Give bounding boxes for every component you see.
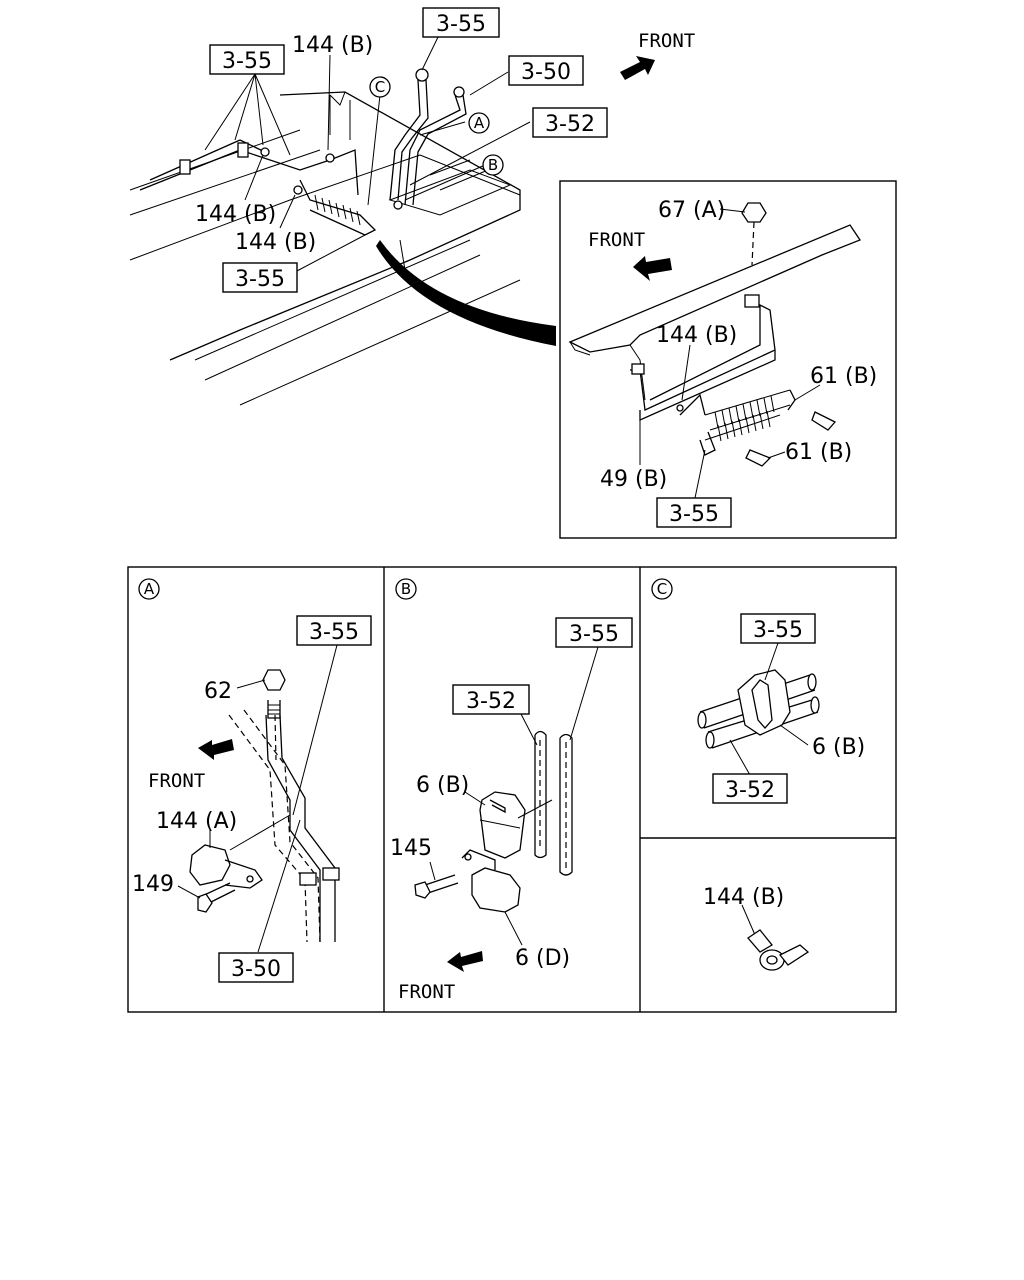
marker-c-main: C [375, 78, 385, 96]
ref-3-55-left: 3-55 [222, 49, 272, 74]
front-label-inset: FRONT [588, 229, 645, 251]
part-144b-inset: 144 (B) [656, 323, 737, 348]
marker-a-panel: A [144, 580, 155, 598]
ref-3-50-panel-a: 3-50 [231, 957, 281, 982]
ref-3-55-bottom: 3-55 [235, 267, 285, 292]
part-144b-panel: 144 (B) [703, 885, 784, 910]
panel-a: A 3-55 FRONT 62 144 (A) 149 3-5 [132, 578, 372, 983]
part-62: 62 [204, 679, 232, 704]
ref-3-55-panel-b: 3-55 [569, 622, 619, 647]
part-144b-left: 144 (B) [195, 202, 276, 227]
panel-b: B 3-55 3-52 FRONT 6 (B) 145 6 (D) [390, 578, 633, 1003]
part-6b-panel-c: 6 (B) [812, 735, 865, 760]
detail-connector [376, 240, 556, 346]
part-144b-top: 144 (B) [292, 33, 373, 58]
clip-mark [179, 159, 191, 175]
ref-3-55-panel-a: 3-55 [309, 620, 359, 645]
detail-inset: FRONT 67 (A) 144 (B) 61 (B) 61 (B) 49 (B… [559, 180, 897, 539]
ref-3-55-inset: 3-55 [669, 502, 719, 527]
ref-3-52-top: 3-52 [545, 112, 595, 137]
ref-3-52-panel-b: 3-52 [466, 689, 516, 714]
part-145: 145 [390, 836, 432, 861]
part-61b-upper: 61 (B) [810, 364, 877, 389]
part-6d: 6 (D) [515, 946, 570, 971]
front-arrow-a [198, 739, 234, 760]
detail-panels-frame [127, 566, 897, 1013]
ref-3-52-panel-c: 3-52 [725, 778, 775, 803]
part-144b-middle: 144 (B) [235, 230, 316, 255]
clip-144b [293, 185, 303, 195]
fitting [453, 86, 465, 98]
ref-3-50-top: 3-50 [521, 60, 571, 85]
marker-c-panel: C [657, 580, 667, 598]
ref-3-55-top: 3-55 [436, 12, 486, 37]
part-6b-panel-b: 6 (B) [416, 773, 469, 798]
front-arrow-b [447, 951, 483, 972]
part-149: 149 [132, 872, 174, 897]
overview-labels: 3-55 3-55 3-50 3-52 3-55 144 (B) 144 (B)… [195, 7, 608, 293]
clip-144b [325, 153, 335, 163]
ref-3-55-panel-c: 3-55 [753, 618, 803, 643]
part-67a: 67 (A) [658, 198, 725, 223]
part-49b: 49 (B) [600, 467, 667, 492]
clip [393, 200, 403, 210]
marker-b-main: B [488, 156, 498, 174]
clip-144b [260, 147, 270, 157]
clip-mark [237, 142, 249, 158]
front-label-b: FRONT [398, 981, 455, 1003]
front-label-a: FRONT [148, 770, 205, 792]
detail-frame [559, 180, 897, 539]
panel-144b: 144 (B) [703, 885, 810, 971]
front-label-main: FRONT [638, 30, 695, 52]
marker-a-main: A [474, 114, 485, 132]
part-144a: 144 (A) [156, 809, 237, 834]
fitting [415, 68, 429, 82]
part-61b-lower: 61 (B) [785, 440, 852, 465]
marker-b-panel: B [401, 580, 411, 598]
panel-c: C 3-55 6 (B) 3-52 [651, 578, 865, 804]
front-arrow-inset [633, 256, 672, 281]
front-arrow-main: FRONT [620, 30, 695, 80]
